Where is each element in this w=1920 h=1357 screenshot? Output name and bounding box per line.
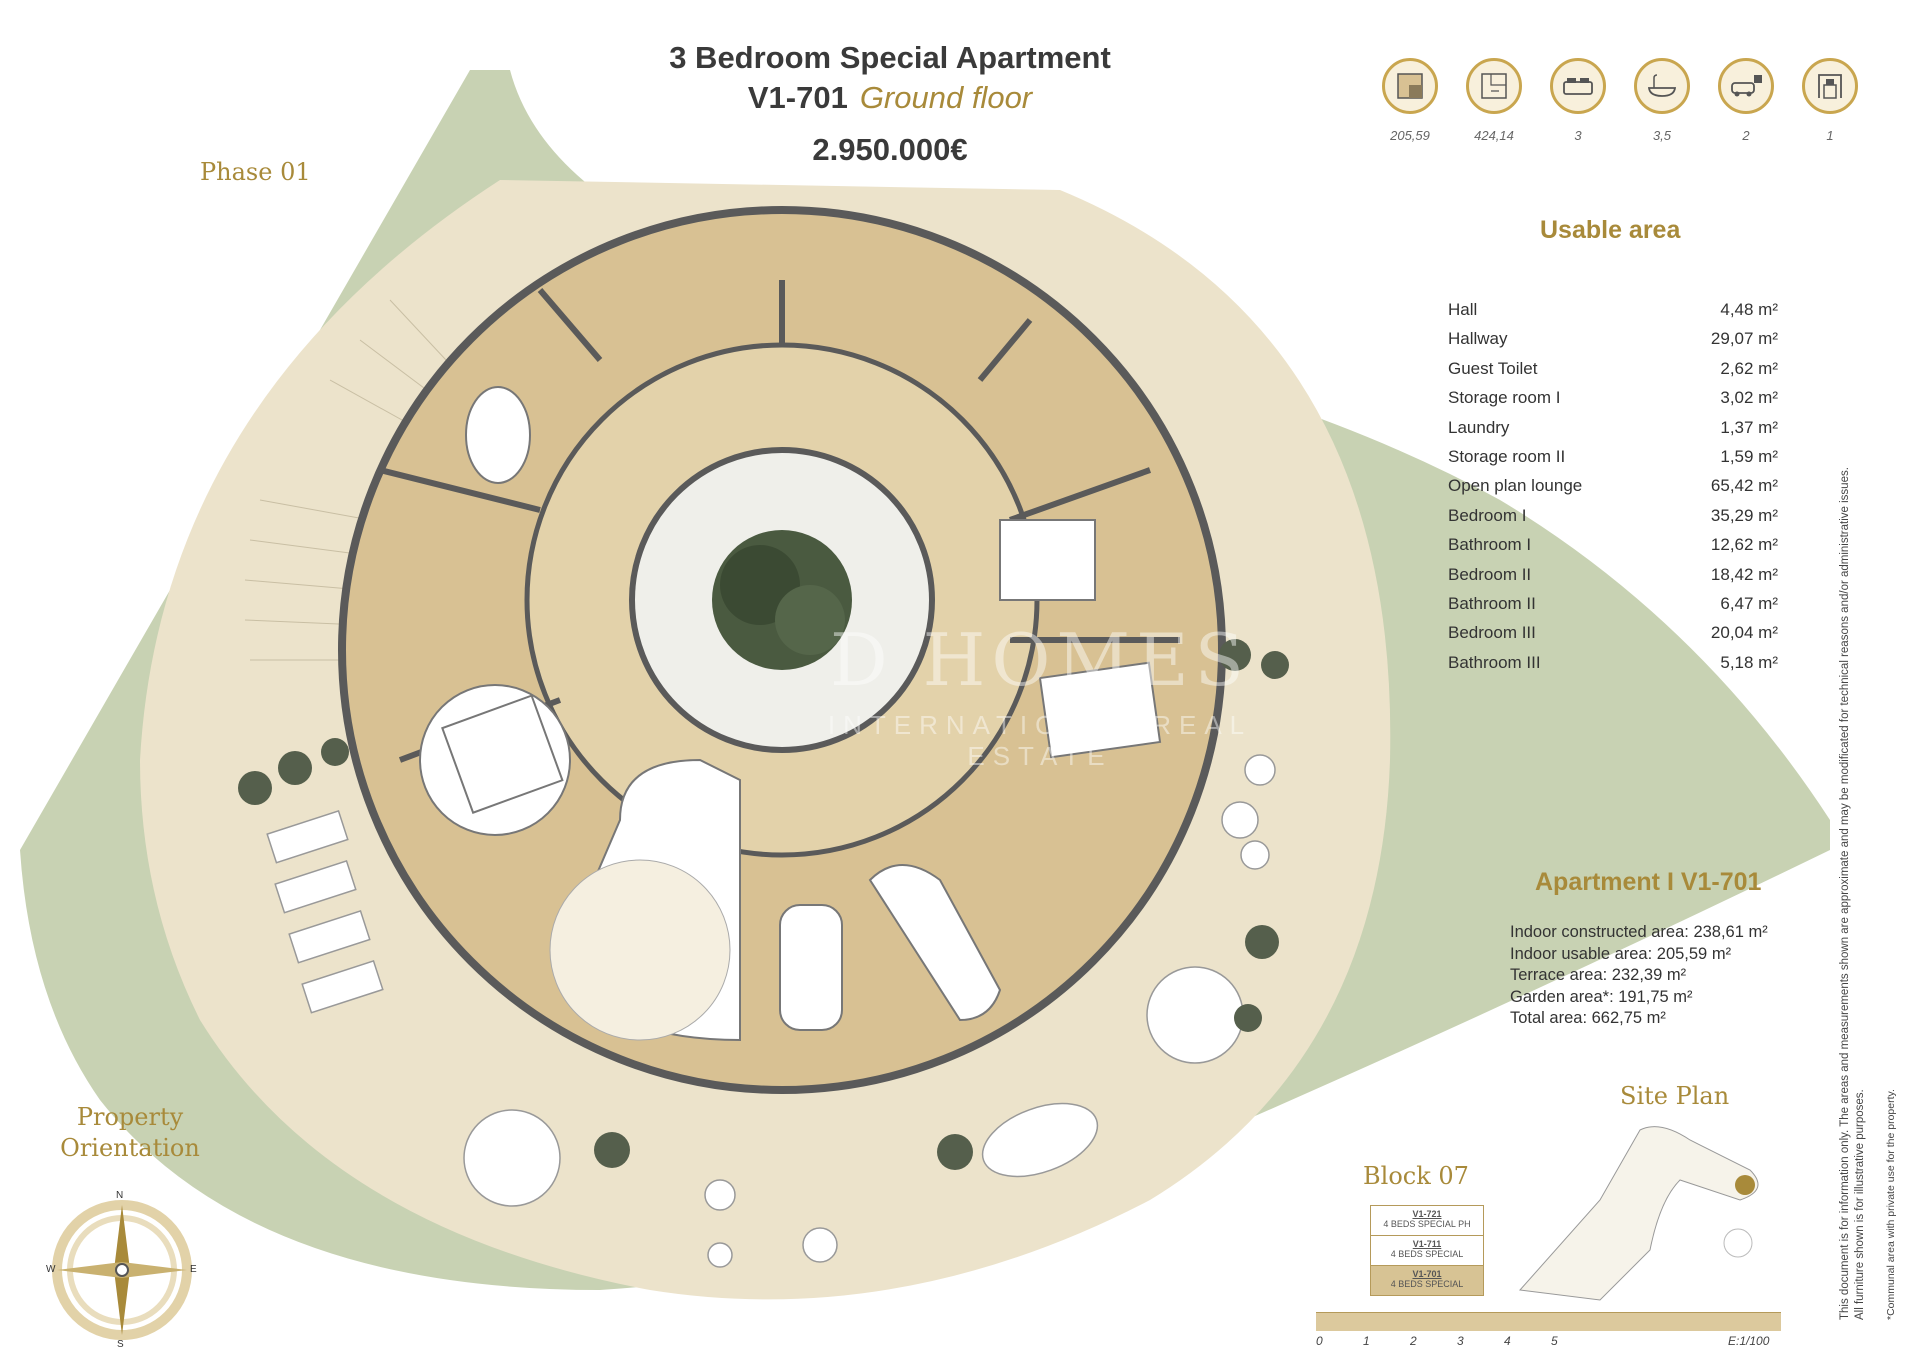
compass-e: E [190,1264,197,1275]
site-plan-title: Site Plan [1620,1082,1730,1110]
phase-label: Phase 01 [200,158,311,186]
bed-2 [1038,661,1162,759]
bed-3 [441,694,564,814]
site-plan-map [1518,1126,1759,1301]
summary-parking: 2 [1711,58,1781,143]
dining-table [779,904,843,1031]
outdoor-furniture [463,754,1276,1268]
summary-usable-area: 205,59 [1375,58,1445,143]
bathroom-icon [1634,58,1690,114]
sun-loungers [266,810,384,1014]
storage-icon [1802,58,1858,114]
summary-bathrooms: 3,5 [1627,58,1697,143]
scale-labels: 0 1 2 3 4 5 E:1/100 [1316,1334,1770,1348]
summary-total-area: 424,14 [1459,58,1529,143]
price: 2.950.000€ [812,132,968,167]
usable-area-icon [1382,58,1438,114]
watermark-subtitle: INTERNATIONAL REAL ESTATE [827,710,1253,771]
summary-icons: 205,59 424,14 3 3,5 2 1 [1375,58,1865,148]
bedroom-icon [1550,58,1606,114]
title-block: 3 Bedroom Special Apartment V1-701 Ground… [560,40,1220,168]
apartment-title: Apartment I V1-701 [1535,868,1762,896]
compass-w: W [46,1264,56,1275]
unit-line: V1-701 Ground floor [560,80,1220,116]
apartment-details: Indoor constructed area: 238,61 m² Indoo… [1510,923,1768,1027]
compass-s: S [117,1339,124,1350]
shrubs [238,639,1289,1170]
compass-n: N [116,1190,124,1201]
summary-bedrooms: 3 [1543,58,1613,143]
bed-1 [999,519,1096,601]
legal-notice: This document is for information only. T… [1839,467,1866,1320]
usable-area-title: Usable area [1540,216,1681,244]
kitchen-island [868,864,1002,1022]
watermark-logo: D HOMES [829,618,1251,702]
total-area-icon [1466,58,1522,114]
bathtub-1 [465,386,531,484]
lounge-rug [549,859,731,1041]
scale-bar [1316,1312,1781,1331]
communal-note: *Communal area with private use for the … [1885,1089,1897,1320]
block-title: Block 07 [1363,1162,1469,1190]
unit-code: V1-701 [747,80,848,115]
parking-icon [1718,58,1774,114]
compass-icon [52,1200,192,1340]
page-title: 3 Bedroom Special Apartment [669,40,1111,75]
orientation-label: Property Orientation [60,1103,200,1162]
summary-storage: 1 [1795,58,1865,143]
floor-label: Ground floor [859,80,1033,115]
